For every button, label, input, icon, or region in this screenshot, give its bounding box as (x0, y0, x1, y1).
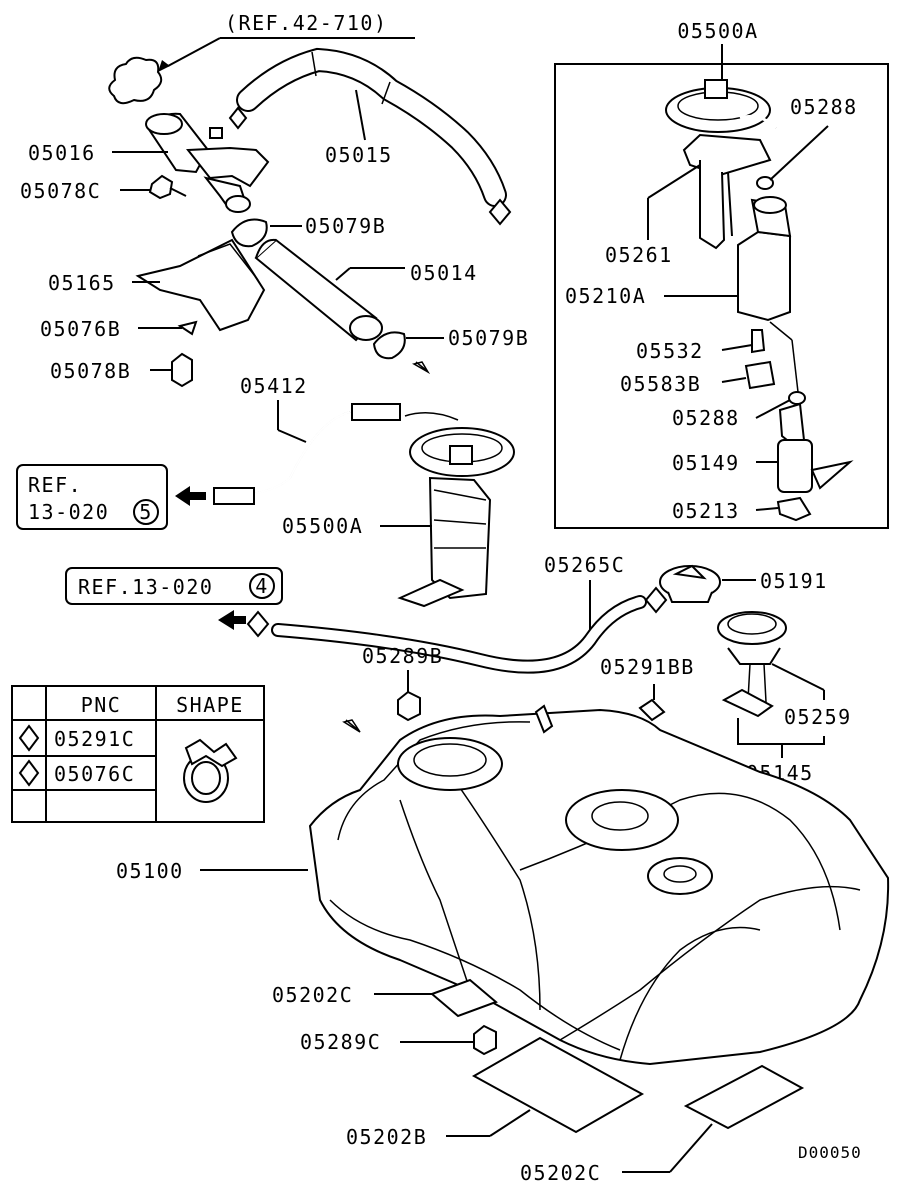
svg-text:13-020: 13-020 (28, 500, 109, 524)
svg-text:REF.13-020: REF.13-020 (78, 575, 213, 599)
label-05202C-upper: 05202C (272, 983, 353, 1007)
o-ring-top (756, 176, 774, 190)
legend-pnc-row-1: 05291C (54, 727, 135, 751)
clamp-shape-icon (183, 738, 238, 803)
label-05079B-bottom: 05079B (448, 326, 529, 350)
label-05288-mid: 05288 (672, 406, 740, 430)
legend-pnc-row-2: 05076C (54, 762, 135, 786)
label-05289C: 05289C (300, 1030, 381, 1054)
diamond-mark (644, 586, 668, 614)
label-05100: 05100 (116, 859, 184, 883)
clamp-05079B-bottom (372, 331, 406, 360)
label-05078C: 05078C (20, 179, 101, 203)
label-05202C-lower: 05202C (520, 1161, 601, 1185)
fuel-pump-body (737, 196, 792, 322)
fuel-tank-05100 (308, 704, 890, 1066)
arrow-left-icon (175, 486, 206, 506)
label-05015: 05015 (325, 143, 393, 167)
clip-05583B (744, 360, 776, 390)
diamond-mark (246, 610, 270, 638)
label-05079B-top: 05079B (305, 214, 386, 238)
label-05210A: 05210A (565, 284, 646, 308)
label-05583B: 05583B (620, 372, 701, 396)
clip-05291BB (638, 698, 666, 722)
label-05288-top: 05288 (790, 95, 858, 119)
label-05165: 05165 (48, 271, 116, 295)
bolt-05078C (148, 174, 187, 200)
diamond-icon (18, 724, 40, 752)
nut-05289C (473, 1024, 497, 1056)
pad-05202B (471, 1036, 645, 1134)
diamond-mark (488, 198, 512, 226)
ref-box-13-020-5: REF. 13-020 5 (16, 464, 168, 530)
direction-arrow-icon (412, 361, 431, 375)
pump-bracket (699, 160, 733, 250)
diamond-mark (228, 106, 248, 130)
nut-05078B (171, 352, 193, 388)
filler-neck-05016 (145, 112, 270, 213)
label-ref-42-710: (REF.42-710) (225, 11, 388, 35)
nut-05289B (397, 690, 421, 722)
svg-text:5: 5 (139, 500, 153, 524)
label-05149: 05149 (672, 451, 740, 475)
filter-05532 (751, 329, 766, 354)
pad-05202C-upper (430, 978, 498, 1018)
cap-05191 (659, 564, 721, 603)
label-05532: 05532 (636, 339, 704, 363)
legend-table: PNC SHAPE 05291C 05076C (11, 685, 265, 823)
pump-flange (665, 79, 778, 133)
label-05078B: 05078B (50, 359, 131, 383)
label-05076B: 05076B (40, 317, 121, 341)
svg-text:4: 4 (255, 574, 269, 598)
legend-header-pnc: PNC (81, 693, 122, 717)
label-05291BB: 05291BB (600, 655, 695, 679)
drawing-code: D00050 (798, 1143, 862, 1162)
fuel-cap-ref (108, 56, 163, 105)
label-05289B: 05289B (362, 644, 443, 668)
label-05261: 05261 (605, 243, 673, 267)
ref-box-13-020-4: REF.13-020 4 (65, 567, 283, 605)
label-05259: 05259 (784, 705, 852, 729)
o-ring-mid (788, 391, 806, 405)
clamp-05079B-top (230, 218, 268, 248)
label-05014: 05014 (410, 261, 478, 285)
clip-05076B (177, 320, 198, 336)
connector-05412-b (213, 487, 255, 505)
pump-gasket-plate (682, 133, 772, 177)
pad-05202C-lower (683, 1064, 805, 1130)
hose-05014 (254, 238, 383, 342)
pump-motor-05149 (777, 402, 854, 493)
label-05202B: 05202B (346, 1125, 427, 1149)
connector-05412-a (351, 403, 401, 421)
sender-unit-05259 (717, 611, 787, 718)
label-05265C: 05265C (544, 553, 625, 577)
diamond-icon (18, 759, 40, 787)
label-05412: 05412 (240, 374, 308, 398)
protector-05165 (135, 238, 266, 332)
inset-title: 05500A (677, 19, 758, 43)
label-05213: 05213 (672, 499, 740, 523)
svg-text:REF.: REF. (28, 473, 82, 497)
label-05191: 05191 (760, 569, 828, 593)
label-05500A-main: 05500A (282, 514, 363, 538)
label-05016: 05016 (28, 141, 96, 165)
arrow-left-icon (218, 610, 246, 630)
harness-05412 (221, 411, 351, 497)
strainer-05213 (776, 496, 812, 522)
legend-header-shape: SHAPE (176, 693, 244, 717)
pump-assembly-05500A (397, 412, 515, 608)
